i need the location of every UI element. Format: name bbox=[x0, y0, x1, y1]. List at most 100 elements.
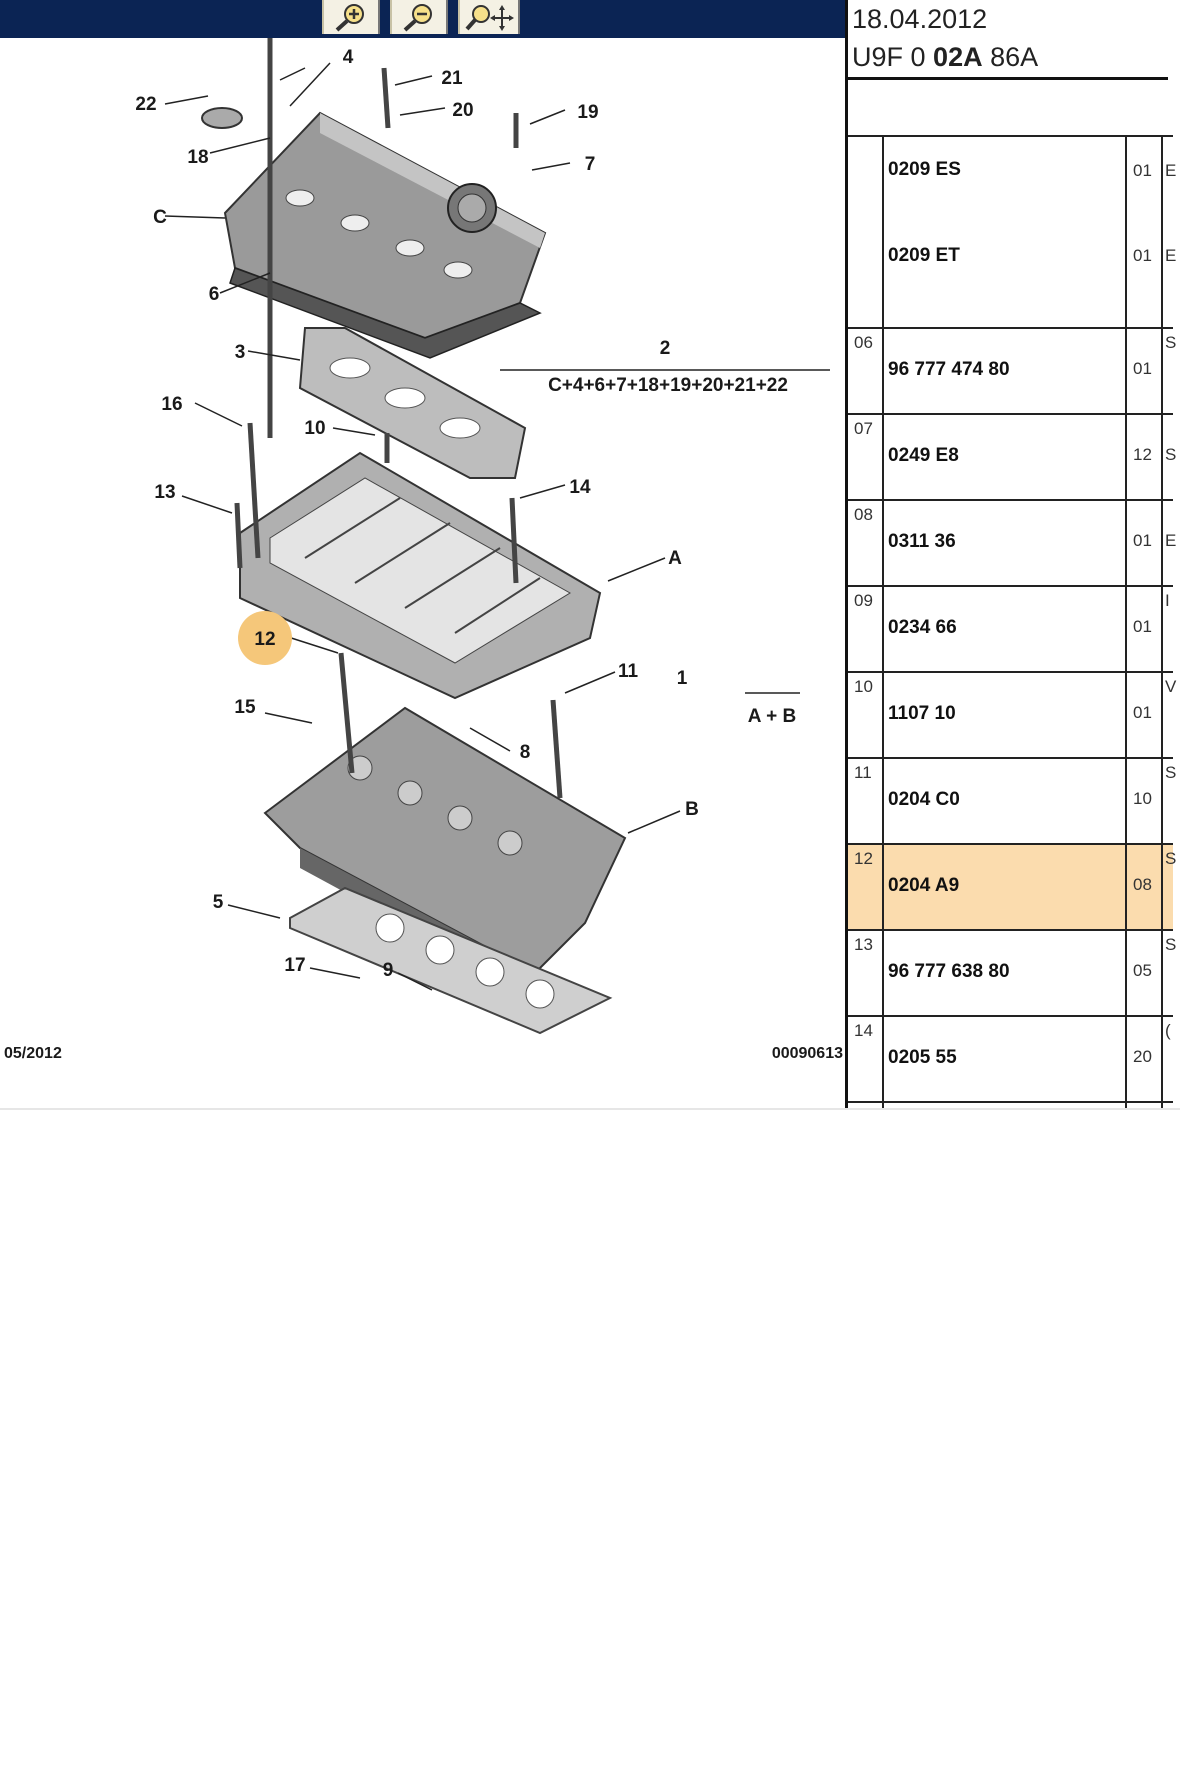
callout-1[interactable]: 1 bbox=[677, 668, 688, 689]
row-index: 12 bbox=[848, 845, 884, 929]
callout-15[interactable]: 15 bbox=[234, 697, 256, 718]
extra-value: ( bbox=[1165, 1021, 1171, 1040]
callout-16[interactable]: 16 bbox=[161, 394, 182, 415]
table-row[interactable]: 08 0311 36 01 E bbox=[848, 499, 1177, 585]
parts-side-panel: 18.04.2012 U9F 0 02A 86A 0209 ES 0209 ET… bbox=[848, 0, 1180, 1108]
extra-value: S bbox=[1165, 849, 1177, 868]
part-extra: S bbox=[1161, 415, 1177, 499]
part-extra: S bbox=[1161, 759, 1177, 843]
extra-value: E bbox=[1165, 531, 1177, 550]
extra-value: E bbox=[1165, 246, 1177, 265]
highlighted-callout-marker[interactable] bbox=[238, 611, 292, 665]
row-index: 08 bbox=[848, 501, 884, 585]
part-extra: S bbox=[1161, 329, 1176, 413]
row-index bbox=[848, 1103, 884, 1108]
zoom-out-button[interactable] bbox=[390, 0, 448, 34]
qty-value: 20 bbox=[1133, 1047, 1152, 1066]
engine-code-suffix: 86A bbox=[990, 42, 1039, 72]
exploded-parts-diagram: 1 2 3 4 5 6 7 8 9 10 11 12 13 14 15 16 1… bbox=[4, 38, 843, 1062]
qty-value: 08 bbox=[1133, 875, 1152, 894]
callout-C[interactable]: C bbox=[153, 207, 167, 228]
callout-21[interactable]: 21 bbox=[441, 68, 463, 89]
callout-B[interactable]: B bbox=[685, 799, 699, 820]
table-row[interactable]: 07 0249 E8 12 S bbox=[848, 413, 1177, 499]
row-index bbox=[848, 137, 884, 327]
table-row-highlighted[interactable]: 12 0204 A9 08 S bbox=[848, 843, 1177, 929]
extra-value: S bbox=[1165, 763, 1177, 782]
cam-carrier-illustration bbox=[239, 451, 602, 700]
zoom-in-button[interactable] bbox=[322, 0, 380, 34]
head-gasket-illustration bbox=[289, 886, 613, 1035]
part-reference[interactable]: 1107 10 bbox=[888, 703, 956, 724]
part-extra: V bbox=[1161, 673, 1177, 757]
callout-11[interactable]: 11 bbox=[618, 661, 639, 682]
callout-12[interactable]: 12 bbox=[254, 629, 275, 650]
engine-code-bold: 02A bbox=[933, 42, 983, 72]
part-reference[interactable]: 0205 55 bbox=[888, 1047, 957, 1068]
callout-22[interactable]: 22 bbox=[135, 94, 156, 115]
callout-18[interactable]: 18 bbox=[187, 147, 208, 168]
callout-A[interactable]: A bbox=[668, 548, 682, 569]
bolts-illustration bbox=[234, 38, 563, 799]
qty-value: 01 bbox=[1133, 703, 1152, 722]
callout-2[interactable]: 2 bbox=[660, 338, 671, 359]
callout-5[interactable]: 5 bbox=[213, 892, 224, 913]
gasket-illustration bbox=[298, 327, 527, 479]
table-row[interactable]: 13 96 777 638 80 05 S bbox=[848, 929, 1177, 1015]
part-extra: S bbox=[1161, 931, 1177, 1015]
table-row[interactable]: 11 0204 C0 10 S bbox=[848, 757, 1177, 843]
part-extra: S bbox=[1161, 845, 1177, 929]
part-reference[interactable]: 96 777 638 80 bbox=[888, 961, 1010, 982]
callout-14[interactable]: 14 bbox=[569, 477, 591, 498]
part-quantity: 01 bbox=[1125, 501, 1161, 585]
qty-value: 10 bbox=[1133, 789, 1152, 808]
part-reference[interactable]: 96 777 474 80 bbox=[888, 359, 1010, 380]
part-reference[interactable]: 0204 A9 bbox=[888, 875, 960, 896]
extra-value: S bbox=[1165, 445, 1177, 464]
extra-value: S bbox=[1165, 935, 1177, 954]
part-reference[interactable]: 0204 C0 bbox=[888, 789, 960, 810]
callout-4[interactable]: 4 bbox=[343, 47, 354, 68]
part-reference[interactable]: 0209 ET bbox=[888, 245, 960, 266]
pan-zoom-button[interactable] bbox=[458, 0, 520, 34]
part-reference[interactable]: 0249 E8 bbox=[888, 445, 959, 466]
part-extra: ( bbox=[1161, 1017, 1173, 1101]
callout-20[interactable]: 20 bbox=[452, 100, 473, 121]
diagram-footer-date: 05/2012 bbox=[4, 1045, 62, 1062]
diagram-footer-id: 00090613 bbox=[772, 1045, 843, 1062]
part-reference[interactable]: 0311 36 bbox=[888, 531, 956, 552]
table-row[interactable]: 14 0205 55 20 ( bbox=[848, 1015, 1173, 1101]
catalog-date: 18.04.2012 bbox=[852, 4, 988, 34]
viewer-bottom-edge bbox=[0, 1108, 1180, 1110]
group-1-formula: A + B bbox=[748, 706, 796, 727]
extra-value: E bbox=[1165, 161, 1177, 180]
callout-7[interactable]: 7 bbox=[585, 154, 596, 175]
callout-6[interactable]: 6 bbox=[209, 284, 220, 305]
qty-value: 01 bbox=[1133, 531, 1152, 550]
callout-13[interactable]: 13 bbox=[154, 482, 175, 503]
callout-10[interactable]: 10 bbox=[304, 418, 325, 439]
extra-value: V bbox=[1165, 677, 1177, 696]
row-index: 13 bbox=[848, 931, 884, 1015]
part-reference[interactable]: 0234 66 bbox=[888, 617, 957, 638]
part-extra: I bbox=[1161, 587, 1173, 671]
table-row[interactable]: 09 0234 66 01 I bbox=[848, 585, 1173, 671]
pan-icon bbox=[465, 5, 514, 31]
table-row[interactable]: 06 96 777 474 80 01 S bbox=[848, 327, 1176, 413]
qty-value: 01 bbox=[1133, 246, 1152, 265]
zoom-in-icon bbox=[335, 4, 364, 32]
table-row[interactable]: 10 1107 10 01 V bbox=[848, 671, 1177, 757]
callout-8[interactable]: 8 bbox=[520, 742, 531, 763]
callout-3[interactable]: 3 bbox=[235, 342, 246, 363]
part-reference[interactable]: 0209 ES bbox=[888, 159, 961, 180]
diagram-viewer: 1 2 3 4 5 6 7 8 9 10 11 12 13 14 15 16 1… bbox=[0, 0, 845, 1108]
callout-19[interactable]: 19 bbox=[577, 102, 598, 123]
callout-9[interactable]: 9 bbox=[383, 960, 394, 981]
part-extra bbox=[1161, 1103, 1173, 1108]
row-index: 06 bbox=[848, 329, 884, 413]
callout-17[interactable]: 17 bbox=[284, 955, 305, 976]
